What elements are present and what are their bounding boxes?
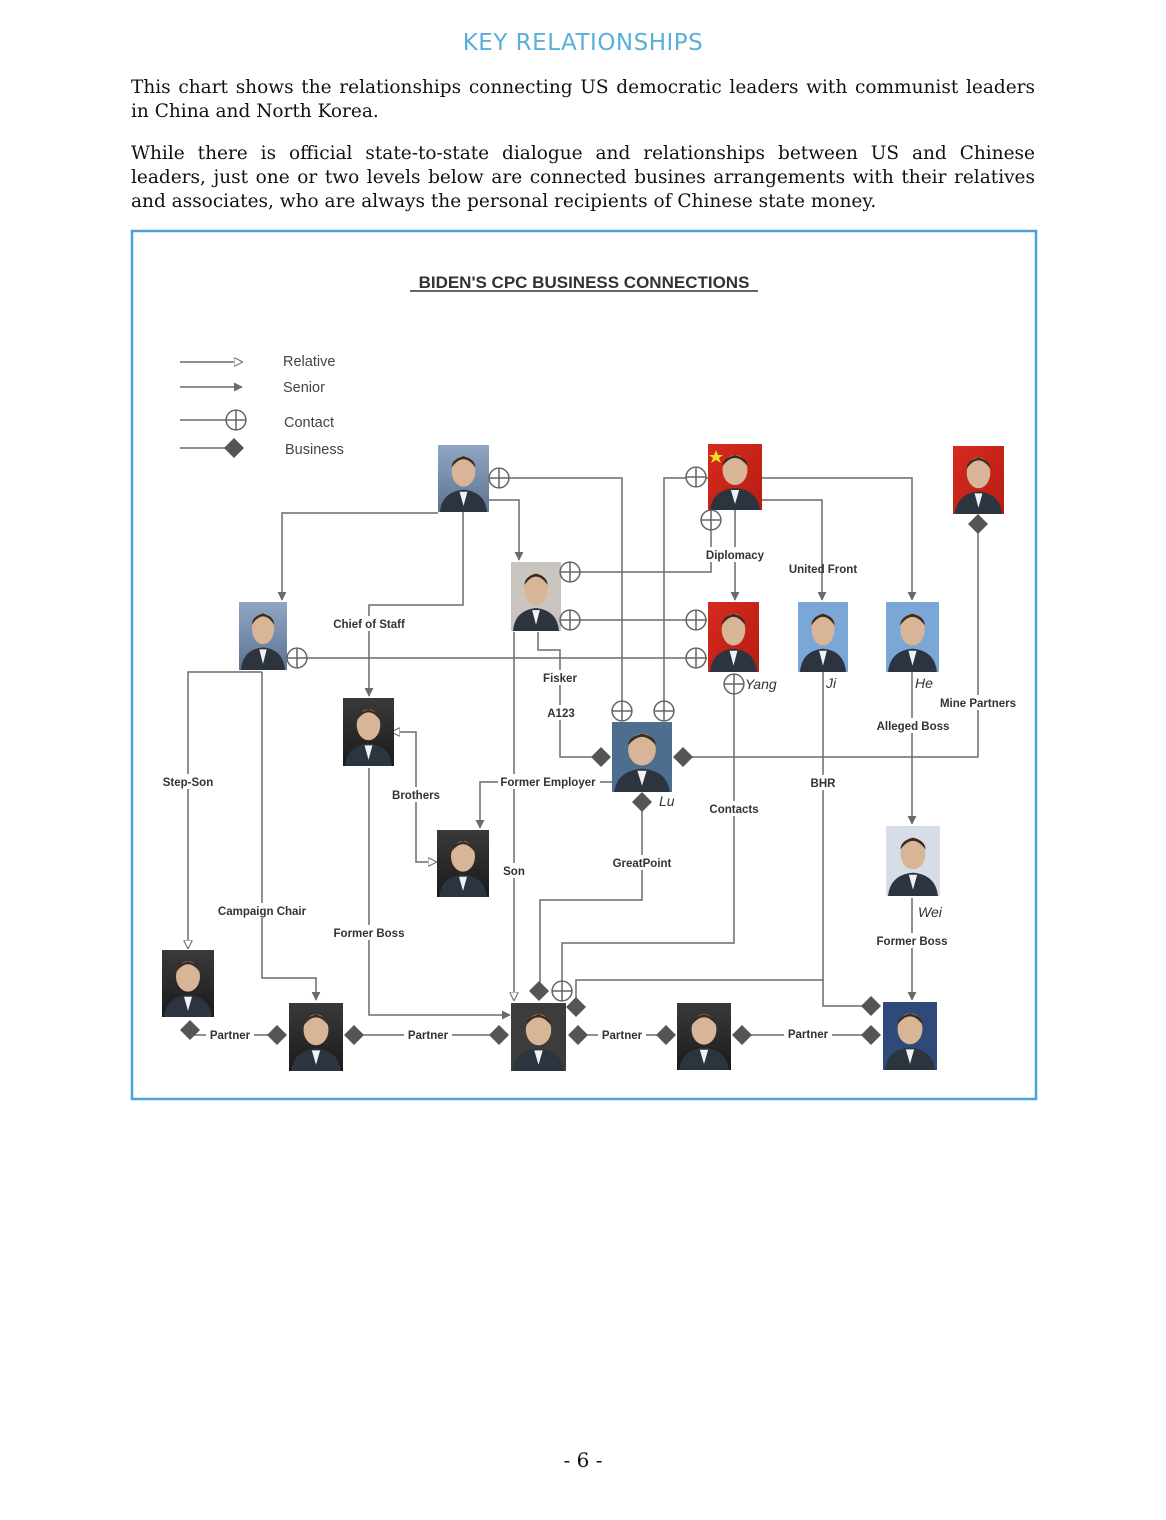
portrait-ji [798, 602, 848, 672]
circle-cross-icon [611, 700, 633, 722]
name-yang: Yang [745, 676, 777, 692]
portrait-xi [708, 444, 762, 510]
label-mine-partners: Mine Partners [940, 698, 1016, 710]
portrait-yang [708, 602, 759, 672]
name-lu: Lu [659, 793, 675, 809]
intro-paragraph-2: While there is official state-to-state d… [131, 143, 1035, 212]
edge-bhr [575, 672, 824, 1006]
page-heading: KEY RELATIONSHIPS [462, 30, 704, 56]
name-ji: Ji [825, 675, 837, 691]
portrait-partner [677, 1003, 731, 1070]
edge-labels: Diplomacy United Front Chief of Staff Fi… [160, 547, 1018, 1042]
portrait-biden [511, 562, 561, 631]
circle-cross-icon [723, 673, 745, 695]
portrait-lu [612, 722, 672, 792]
label-a123: A123 [547, 708, 575, 720]
legend-label-business: Business [285, 442, 344, 458]
edge-xi-ji-senior [762, 499, 827, 601]
page-number: - 6 - [563, 1448, 603, 1472]
circle-cross-icon [559, 609, 581, 631]
label-united-front: United Front [789, 564, 858, 576]
label-partner-3: Partner [602, 1030, 643, 1042]
connector-lines [188, 477, 979, 1036]
circle-cross-icon [551, 980, 573, 1002]
edge-obama-chief-of-staff [364, 500, 464, 697]
label-contacts: Contacts [709, 804, 758, 816]
label-partner-1: Partner [210, 1030, 251, 1042]
portrait-obama [438, 445, 489, 512]
portrait-kim [953, 446, 1004, 514]
label-greatpoint: GreatPoint [613, 858, 672, 870]
label-step-son: Step-Son [163, 777, 213, 789]
edge-campaign-chair [261, 672, 321, 1001]
circle-cross-icon [685, 609, 707, 631]
diagram-title: BIDEN'S CPC BUSINESS CONNECTIONS [419, 273, 750, 292]
edge-obama-kerry-senior [277, 512, 438, 601]
circle-cross-icon [225, 409, 247, 431]
edge-xi-he-senior [762, 477, 917, 601]
circle-cross-icon [559, 561, 581, 583]
label-son: Son [503, 866, 525, 878]
circle-cross-icon [286, 647, 308, 669]
label-diplomacy: Diplomacy [706, 550, 765, 562]
edge-former-boss-1 [368, 768, 511, 1020]
edge-bhr-wei [822, 980, 870, 1007]
label-partner-4: Partner [788, 1029, 829, 1041]
edge-greatpoint [539, 802, 643, 990]
label-chief-of-staff: Chief of Staff [333, 619, 405, 631]
portrait-executive [883, 1002, 937, 1070]
edge-mine-partners [683, 525, 979, 758]
label-fisker: Fisker [543, 673, 577, 685]
edge-fisker-a123 [537, 632, 601, 758]
portrait-hunter [511, 1003, 566, 1071]
legend: Relative Senior Contact Business [180, 354, 344, 458]
edge-obama-lu-contact [463, 477, 623, 712]
circle-cross-icon [700, 509, 722, 531]
name-wei: Wei [918, 904, 943, 920]
label-former-boss-2: Former Boss [877, 936, 948, 948]
portrait-kerry [239, 602, 287, 670]
name-labels: Yang Ji He Lu Wei [659, 675, 943, 920]
portrait-wei [886, 826, 940, 896]
circle-cross-icon [685, 466, 707, 488]
circle-cross-icon [685, 647, 707, 669]
circle-cross-icon [653, 700, 675, 722]
label-bhr: BHR [811, 778, 837, 790]
edge-contacts [561, 690, 735, 990]
name-he: He [915, 675, 933, 691]
legend-label-senior: Senior [283, 380, 325, 396]
portrait-campaign-partner [289, 1003, 343, 1071]
portrait-brother [437, 830, 489, 897]
label-former-employer: Former Employer [500, 777, 596, 789]
edge-step-son [188, 671, 262, 948]
portrait-chief-of-staff [343, 698, 394, 766]
label-campaign-chair: Campaign Chair [218, 906, 307, 918]
portrait-he [886, 602, 939, 672]
label-alleged-boss: Alleged Boss [877, 721, 950, 733]
portrait-step-son [162, 950, 214, 1017]
label-brothers: Brothers [392, 790, 440, 802]
legend-label-contact: Contact [284, 415, 334, 431]
label-former-boss-1: Former Boss [334, 928, 405, 940]
legend-label-relative: Relative [283, 354, 335, 370]
circle-cross-icon [488, 467, 510, 489]
label-partner-2: Partner [408, 1030, 449, 1042]
intro-paragraph-1: This chart shows the relationships conne… [131, 77, 1035, 122]
